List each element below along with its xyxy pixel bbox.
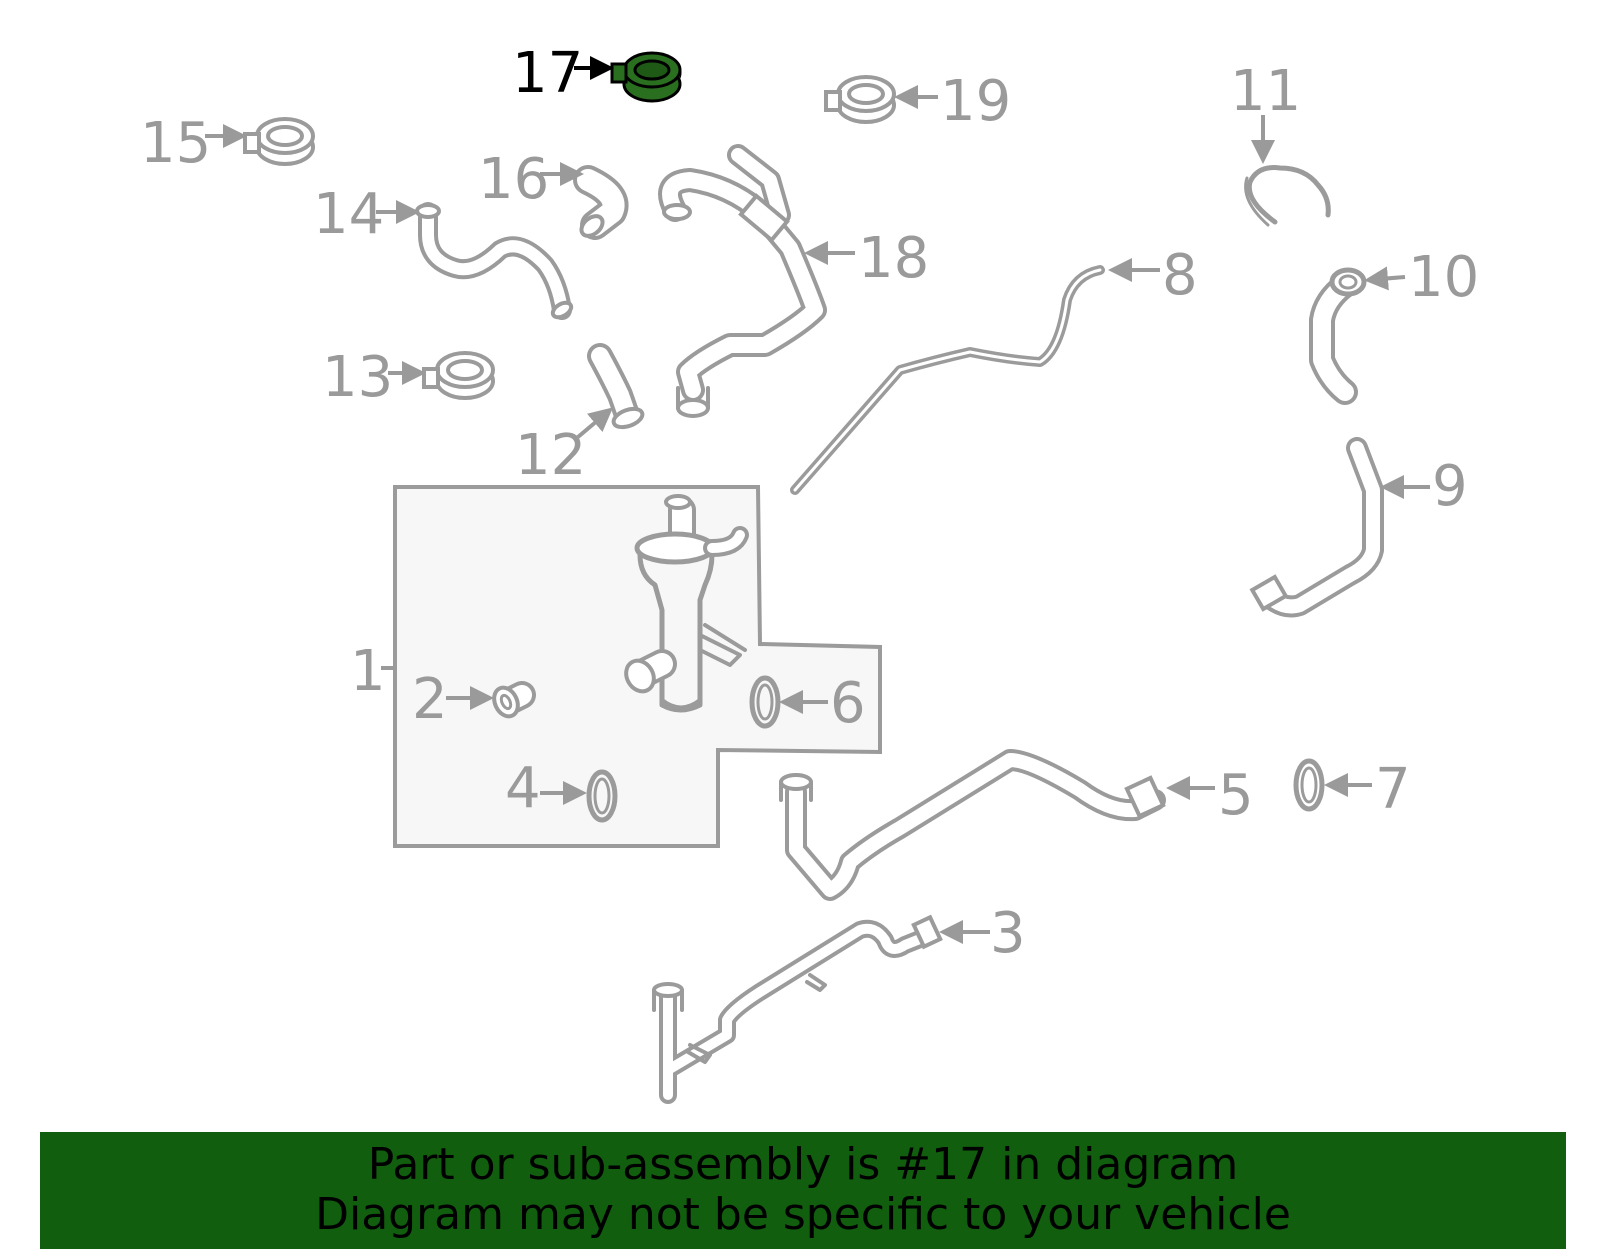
callout-14: 14 bbox=[313, 182, 384, 247]
info-banner: Part or sub-assembly is #17 in diagram D… bbox=[40, 1132, 1566, 1249]
callout-15: 15 bbox=[140, 111, 211, 176]
part-15-clamp[interactable] bbox=[243, 117, 315, 166]
part-18-hose[interactable] bbox=[658, 144, 827, 418]
callout-12: 12 bbox=[515, 423, 586, 488]
callout-10: 10 bbox=[1408, 245, 1479, 310]
part-9-hose[interactable] bbox=[1249, 437, 1384, 618]
leader-lines bbox=[205, 56, 1430, 944]
part-3-tube[interactable] bbox=[652, 914, 943, 1104]
part-7-oring-inner bbox=[1300, 766, 1318, 804]
part-14-hose[interactable] bbox=[415, 202, 574, 320]
part-5-tube[interactable] bbox=[779, 749, 1166, 901]
part-6-oring[interactable] bbox=[749, 675, 781, 729]
banner-line-1: Part or sub-assembly is #17 in diagram bbox=[367, 1139, 1239, 1190]
part-17-clamp[interactable] bbox=[610, 51, 682, 103]
leader-10 bbox=[1364, 266, 1406, 291]
callout-3: 3 bbox=[990, 901, 1026, 966]
part-1-housing[interactable] bbox=[621, 494, 749, 713]
part-7-oring[interactable] bbox=[1293, 758, 1325, 812]
callout-7: 7 bbox=[1375, 757, 1411, 822]
part-4-oring-inner bbox=[593, 777, 611, 815]
callout-11: 11 bbox=[1230, 59, 1301, 124]
part-6-oring-inner bbox=[756, 683, 774, 721]
callout-17: 17 bbox=[512, 41, 583, 106]
part-16-elbow[interactable] bbox=[573, 165, 629, 240]
callout-labels: 17 19 15 16 14 18 11 8 10 13 12 9 1 2 6 … bbox=[140, 41, 1479, 966]
part-8-tube[interactable] bbox=[790, 265, 1105, 495]
part-12-hose[interactable] bbox=[587, 343, 645, 431]
part-10-hose[interactable] bbox=[1309, 267, 1367, 405]
callout-8: 8 bbox=[1162, 243, 1198, 308]
callout-5: 5 bbox=[1218, 763, 1254, 828]
callout-1: 1 bbox=[350, 639, 386, 704]
callout-9: 9 bbox=[1432, 454, 1468, 519]
callout-4: 4 bbox=[505, 756, 541, 821]
part-13-clamp[interactable] bbox=[422, 351, 495, 400]
callout-18: 18 bbox=[858, 226, 929, 291]
part-2-grommet[interactable] bbox=[490, 681, 536, 720]
part-4-oring[interactable] bbox=[586, 769, 618, 823]
callout-13: 13 bbox=[322, 345, 393, 410]
part-11-bracket[interactable] bbox=[1244, 165, 1331, 227]
parts-diagram: 17 19 15 16 14 18 11 8 10 13 12 9 1 2 6 … bbox=[140, 41, 1479, 1104]
banner-line-2: Diagram may not be specific to your vehi… bbox=[315, 1189, 1291, 1240]
leader-12 bbox=[576, 407, 614, 439]
callout-2: 2 bbox=[412, 667, 448, 732]
part-19-clamp[interactable] bbox=[824, 75, 896, 124]
callout-19: 19 bbox=[940, 69, 1011, 134]
callout-6: 6 bbox=[830, 671, 866, 736]
callout-16: 16 bbox=[478, 147, 549, 212]
